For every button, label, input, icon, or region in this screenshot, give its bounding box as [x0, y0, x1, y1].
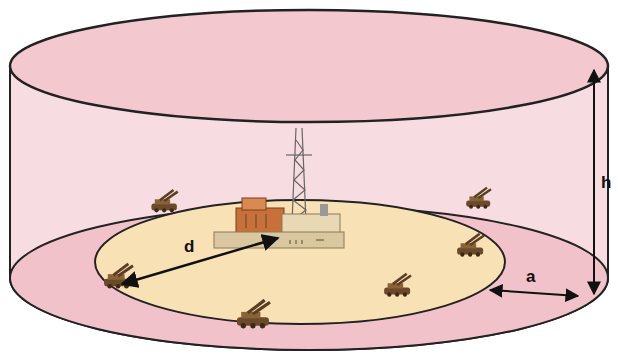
missile-launchers	[104, 188, 491, 329]
dimension-label: d	[184, 238, 194, 255]
industrial-facility	[214, 198, 344, 248]
lattice-tower	[286, 128, 312, 222]
inner-zone	[95, 200, 505, 324]
dimension-arrow	[593, 70, 595, 294]
top-ellipse	[10, 10, 608, 122]
dimension-arrow	[122, 238, 278, 284]
dimension-label: h	[601, 174, 611, 191]
dimension-arrow	[490, 290, 578, 296]
dimension-label: a	[526, 268, 535, 285]
